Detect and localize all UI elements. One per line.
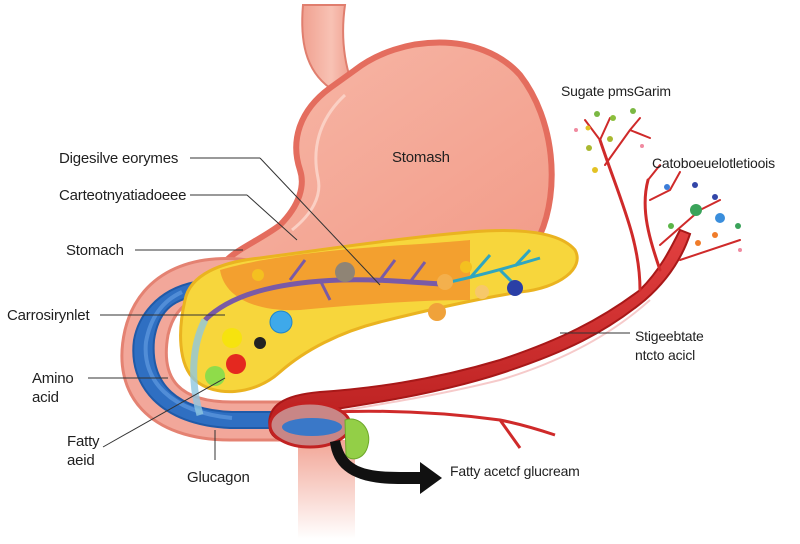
label-substrate-acid: ntcto acicl xyxy=(635,347,696,363)
bile-duct xyxy=(190,318,209,416)
leader-lines xyxy=(88,157,630,460)
particles xyxy=(574,108,742,252)
vessel-branch-lower xyxy=(329,409,556,449)
pancreatic-duct-teal xyxy=(439,248,541,292)
arrow-icon xyxy=(330,440,442,494)
label-carbohydrate-2: Carrosirynlet xyxy=(7,307,90,324)
label-stomach-left: Stomach xyxy=(66,242,124,259)
label-amino-acid: acid xyxy=(32,389,59,406)
vessel-lumen xyxy=(282,418,342,436)
label-catabolic: Catoboeuelotletioois xyxy=(652,155,775,171)
cell-red xyxy=(226,354,246,374)
label-substrate: Stigeebtate xyxy=(635,328,704,344)
cell-gold xyxy=(252,269,264,281)
cell-navy xyxy=(507,280,523,296)
vessel-tree-upper xyxy=(584,117,741,292)
label-digestive-enzymes: Digesilve eorymes xyxy=(59,150,179,167)
green-organ xyxy=(344,418,370,460)
blood-vessel xyxy=(268,228,692,444)
cell-orange-3 xyxy=(475,285,489,299)
label-amino: Amino xyxy=(32,370,74,387)
label-carbohydrate: Carteotnyatiadoeee xyxy=(59,187,187,204)
cell-blue xyxy=(269,310,293,334)
cell-dark xyxy=(254,337,266,349)
pancreatic-duct-branch xyxy=(288,259,427,301)
cell-gold-2 xyxy=(460,261,472,273)
stomach-inner-wall xyxy=(291,93,347,232)
cell-gray xyxy=(335,262,355,282)
label-arrow-caption: Fatty acetcf glucream xyxy=(450,463,580,479)
label-fatty: Fatty xyxy=(67,433,100,450)
label-stomach-organ: Stomash xyxy=(392,149,450,166)
label-glucagon: Glucagon xyxy=(187,469,250,486)
cell-orange-1 xyxy=(428,303,446,321)
label-fatty-acid: aeid xyxy=(67,452,95,469)
cell-orange-2 xyxy=(437,274,453,290)
cell-green xyxy=(205,366,225,386)
label-sugar-pancreas: Sugate pmsGarim xyxy=(561,83,671,99)
duodenum-lumen-highlight xyxy=(143,290,233,420)
cell-yellow xyxy=(222,328,242,348)
